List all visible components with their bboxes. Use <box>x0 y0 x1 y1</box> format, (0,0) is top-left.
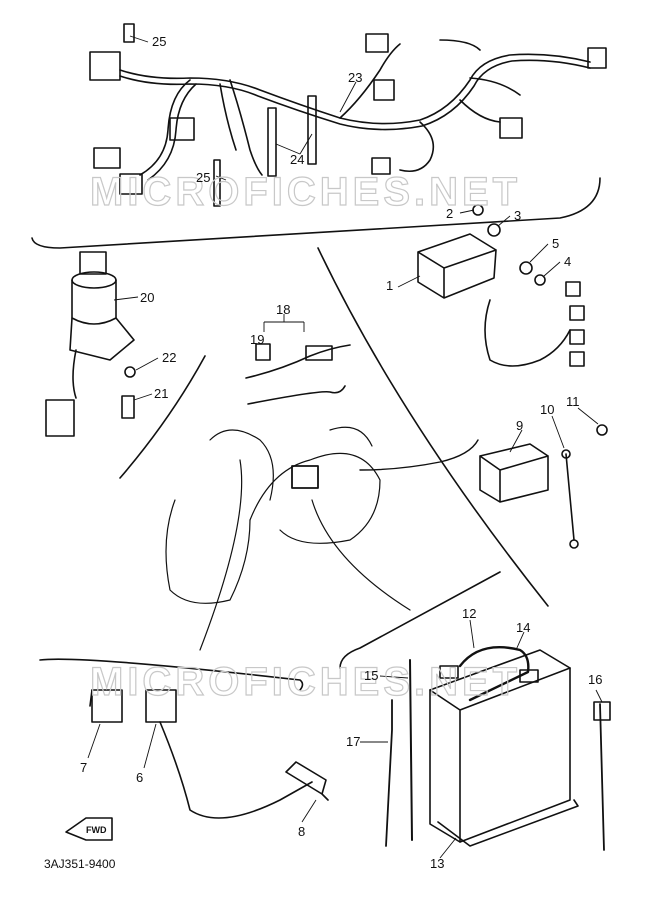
callout-11: 11 <box>566 394 580 409</box>
harness-connector-far-right <box>587 47 607 69</box>
callout-14: 14 <box>516 620 530 635</box>
harness-connector-mid <box>371 157 391 175</box>
callout-5: 5 <box>552 236 559 251</box>
callout-18: 18 <box>276 302 290 317</box>
fwd-arrow <box>65 817 113 841</box>
harness-connector-center <box>169 117 195 141</box>
callout-13: 13 <box>430 856 444 871</box>
spark-plug-cap-8 <box>285 761 329 801</box>
callout-4: 4 <box>564 254 571 269</box>
harness-connector-right <box>499 117 523 139</box>
main-switch <box>45 251 135 437</box>
ignition-coil-6 <box>145 689 313 819</box>
callout-22: 22 <box>162 350 176 365</box>
battery-band-14 <box>458 646 530 702</box>
cable-clamp-a <box>267 107 277 177</box>
cdi-connector-3 <box>569 329 585 345</box>
grommet-5 <box>519 261 533 275</box>
ground-eyelet-10 <box>561 449 571 459</box>
callout-6: 6 <box>136 770 143 785</box>
section-divider-top <box>31 177 601 249</box>
harness-connector-left <box>89 51 121 81</box>
callout-9: 9 <box>516 418 523 433</box>
harness-connector-upper-mid <box>373 79 395 101</box>
callout-19: 19 <box>250 332 264 347</box>
callout-12: 12 <box>462 606 476 621</box>
fuse-body <box>305 345 333 361</box>
wire-harness <box>119 39 591 181</box>
harness-connector-lower-left <box>93 147 121 169</box>
section-divider-bottom-right <box>339 571 501 669</box>
battery-13 <box>429 649 579 847</box>
watermark-top: MICROFICHES.NET <box>90 170 521 214</box>
ground-terminal-10 <box>569 539 579 549</box>
cable-clamp-c <box>213 159 221 207</box>
callout-23: 23 <box>348 70 362 85</box>
breather-pipe-15 <box>409 659 413 841</box>
callout-7: 7 <box>80 760 87 775</box>
callout-3: 3 <box>514 208 521 223</box>
watermark-bottom: MICROFICHES.NET <box>90 660 521 704</box>
cdi-unit <box>417 233 497 299</box>
section-divider-center <box>247 385 346 405</box>
ground-lead-10 <box>565 453 575 541</box>
collar-3 <box>487 223 501 237</box>
callout-20: 20 <box>140 290 154 305</box>
pickup-coil-7 <box>89 689 123 723</box>
leader-wire-left <box>199 459 243 651</box>
callout-25-bottom: 25 <box>196 170 210 185</box>
battery-cable-16 <box>599 703 605 851</box>
cdi-wire <box>484 299 571 367</box>
section-divider-bottom-left <box>39 658 304 691</box>
callout-24: 24 <box>290 152 304 167</box>
callout-2: 2 <box>446 206 453 221</box>
section-divider-left <box>119 355 206 479</box>
screw-11 <box>596 424 608 436</box>
band-25-top <box>123 23 135 43</box>
cdi-connector-4 <box>569 351 585 367</box>
section-divider-right <box>317 247 549 607</box>
callout-10: 10 <box>540 402 554 417</box>
callout-17: 17 <box>346 734 360 749</box>
callout-1: 1 <box>386 278 393 293</box>
rectifier-9 <box>479 443 549 503</box>
cdi-connector-1 <box>565 281 581 297</box>
fuse-holder <box>245 344 351 379</box>
harness-plug-top <box>365 33 389 53</box>
motorcycle-silhouette <box>165 426 479 604</box>
fwd-label: FWD <box>86 825 107 835</box>
screw-21 <box>121 395 135 419</box>
nut-4 <box>534 274 546 286</box>
part-code: 3AJ351-9400 <box>44 857 116 871</box>
harness-connector-lower <box>119 173 143 195</box>
callout-15: 15 <box>364 668 378 683</box>
leader-lines <box>87 35 603 859</box>
battery-cable-17 <box>385 699 393 847</box>
cdi-connector-2 <box>569 305 585 321</box>
fuse-19 <box>255 343 271 361</box>
callout-8: 8 <box>298 824 305 839</box>
leader-wire-right <box>311 499 411 611</box>
battery-cable-16-terminal <box>593 701 611 721</box>
callout-16: 16 <box>588 672 602 687</box>
nut-22 <box>124 366 136 378</box>
callout-21: 21 <box>154 386 168 401</box>
cable-clamp-b <box>307 95 317 165</box>
callout-25-top: 25 <box>152 34 166 49</box>
